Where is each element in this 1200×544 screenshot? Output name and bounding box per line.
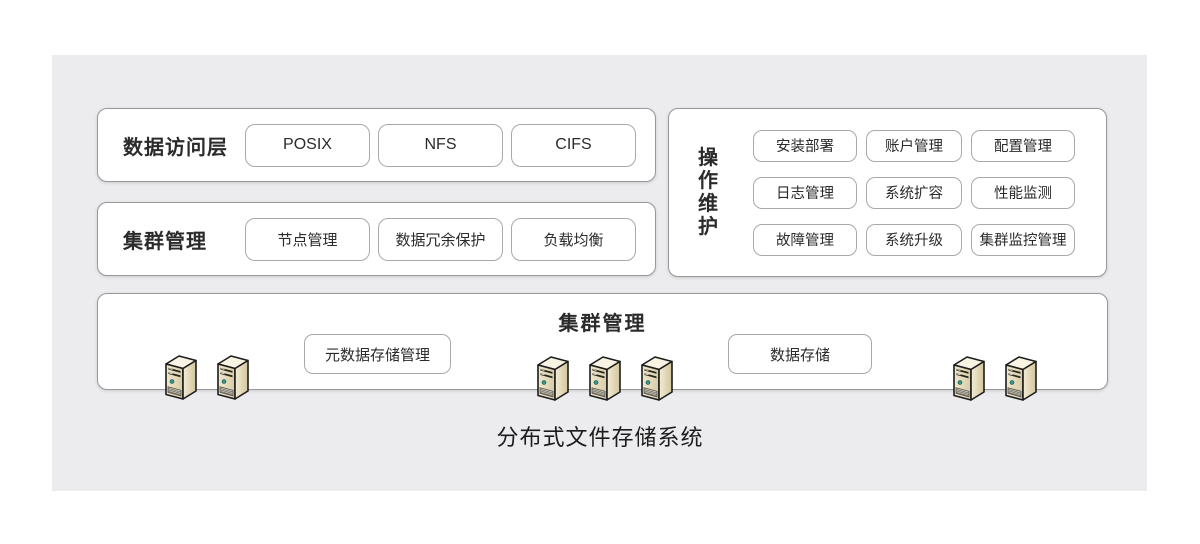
server-group-left xyxy=(163,351,251,401)
storage-cluster-box: 集群管理 元数据存储管理 数据存储 xyxy=(97,293,1108,390)
server-group-middle xyxy=(535,352,675,402)
cluster-management-box: 集群管理 节点管理 数据冗余保护 负载均衡 xyxy=(97,202,656,276)
server-tower-icon xyxy=(165,355,197,400)
node-performance-monitoring: 性能监测 xyxy=(971,176,1075,209)
node-data-redundancy: 数据冗余保护 xyxy=(378,217,503,261)
server-tower-icon xyxy=(641,356,673,401)
node-cluster-monitoring: 集群监控管理 xyxy=(971,223,1075,256)
diagram-caption: 分布式文件存储系统 xyxy=(496,425,704,450)
node-posix: POSIX xyxy=(245,123,370,167)
operations-nodes-grid: 安装部署 账户管理 配置管理 日志管理 系统扩容 性能监测 故障管理 系统升级 … xyxy=(753,129,1075,256)
node-fault-management: 故障管理 xyxy=(753,223,857,256)
ops-title-char: 作 xyxy=(698,169,718,192)
server-tower-icon xyxy=(537,356,569,401)
data-access-layer-box: 数据访问层 POSIX NFS CIFS xyxy=(97,108,656,182)
node-metadata-storage: 元数据存储管理 xyxy=(304,334,451,374)
node-node-management: 节点管理 xyxy=(245,217,370,261)
node-nfs: NFS xyxy=(378,123,503,167)
ops-title-char: 操 xyxy=(698,146,718,169)
node-log-management: 日志管理 xyxy=(753,176,857,209)
node-system-expansion: 系统扩容 xyxy=(866,176,962,209)
diagram-background-panel: 数据访问层 POSIX NFS CIFS 集群管理 节点管理 数据冗余保护 负载… xyxy=(52,55,1147,491)
ops-title-char: 维 xyxy=(698,192,718,215)
node-config-management: 配置管理 xyxy=(971,129,1075,162)
server-tower-icon xyxy=(1005,356,1037,401)
operations-maintenance-box: 操 作 维 护 安装部署 账户管理 配置管理 日志管理 系统扩容 性能监测 故障… xyxy=(668,108,1107,277)
data-access-layer-title: 数据访问层 xyxy=(123,136,228,159)
storage-cluster-title: 集群管理 xyxy=(558,313,647,335)
node-cifs: CIFS xyxy=(511,123,636,167)
node-install-deploy: 安装部署 xyxy=(753,129,857,162)
server-tower-icon xyxy=(589,356,621,401)
ops-title-char: 护 xyxy=(698,215,718,238)
server-tower-icon xyxy=(217,355,249,400)
data-access-nodes: POSIX NFS CIFS xyxy=(245,123,636,167)
cluster-management-nodes: 节点管理 数据冗余保护 负载均衡 xyxy=(245,217,636,261)
cluster-management-title: 集群管理 xyxy=(123,230,207,253)
node-account-management: 账户管理 xyxy=(866,129,962,162)
node-load-balancing: 负载均衡 xyxy=(511,217,636,261)
operations-maintenance-title: 操 作 维 护 xyxy=(696,147,720,239)
server-tower-icon xyxy=(953,356,985,401)
node-data-storage: 数据存储 xyxy=(728,334,872,374)
server-group-right xyxy=(951,352,1039,402)
node-system-upgrade: 系统升级 xyxy=(866,223,962,256)
